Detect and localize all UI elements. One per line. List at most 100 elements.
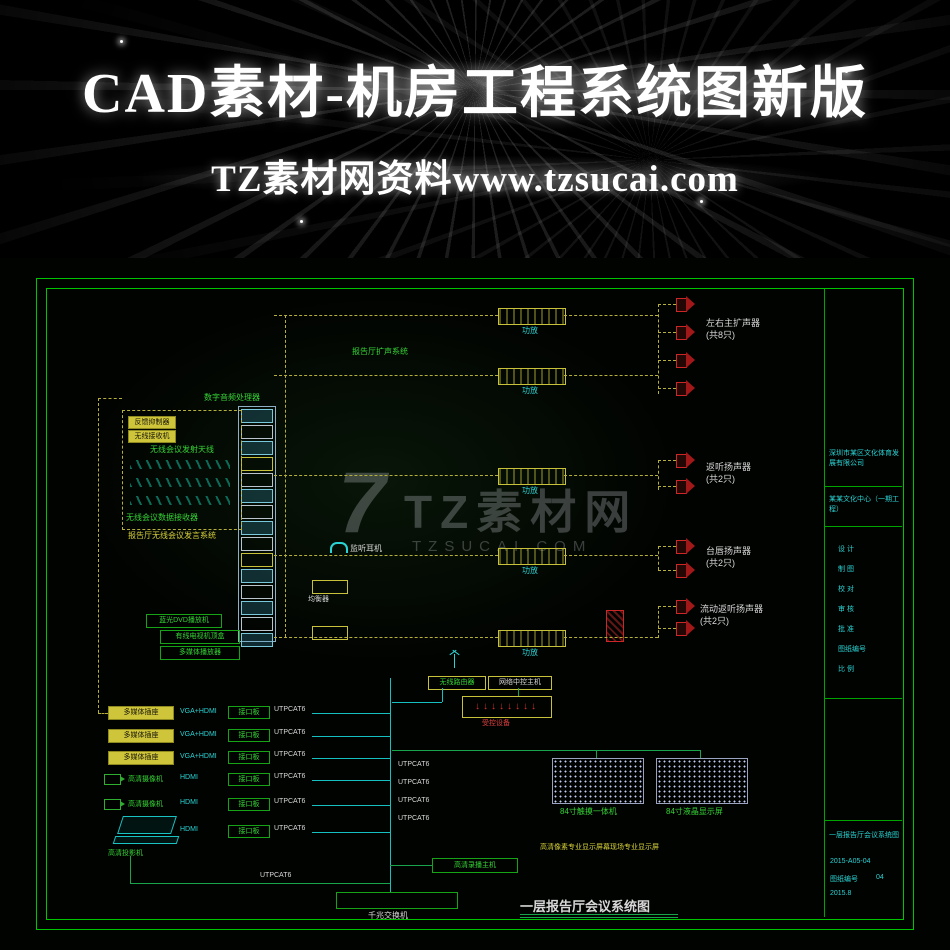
- projector-label: 高清投影机: [108, 850, 143, 857]
- light-streak: [90, 60, 860, 110]
- recorder-box: 高清录播主机: [432, 858, 518, 873]
- display-right-label: 84寸液晶显示屏: [666, 807, 723, 816]
- speaker-icon: [676, 296, 695, 312]
- speaker-icon: [676, 452, 695, 468]
- source-device: 有线电视机顶盒: [160, 630, 240, 644]
- speaker-icon: [676, 478, 695, 494]
- speaker-icon: [676, 598, 695, 614]
- drawing-title: 一层报告厅会议系统图: [520, 899, 651, 914]
- banner-title: CAD素材-机房工程系统图新版: [82, 63, 868, 125]
- display-left-label: 84寸触摸一体机: [560, 807, 617, 816]
- tb-sheet-label: 图纸编号: [830, 876, 858, 883]
- amplifier: [498, 548, 566, 565]
- titleblock-rule: [825, 486, 902, 487]
- cable-label: UTPCAT6: [274, 825, 306, 832]
- tb-drawing-no: 2015-A05-04: [830, 858, 871, 865]
- tb-field: 审 核: [838, 606, 854, 613]
- titleblock-rule: [825, 820, 902, 821]
- amp-label: 功放: [522, 566, 538, 575]
- cable-label: UTPCAT6: [274, 773, 306, 780]
- speaker-junction-box: [606, 610, 624, 642]
- cable-label: UTPCAT6: [398, 815, 430, 822]
- amplifier: [498, 468, 566, 485]
- speaker-group-count: (共2只): [700, 616, 729, 626]
- conf-system-label: 报告厅无线会议发言系统: [128, 531, 216, 540]
- port-label: VGA+HDMI: [180, 708, 217, 715]
- media-socket: 多媒体插座: [108, 729, 174, 743]
- amplifier: [498, 368, 566, 385]
- project-name: 某某文化中心（一期工程）: [829, 496, 899, 513]
- cable-label: UTPCAT6: [398, 761, 430, 768]
- port-label: VGA+HDMI: [180, 731, 217, 738]
- watermark-domain: TZSUCAI.COM: [412, 538, 593, 555]
- eq-box: [312, 580, 348, 594]
- rack-label: 数字音频处理器: [204, 393, 260, 402]
- sparkle: [700, 200, 703, 203]
- promo-banner: CAD素材-机房工程系统图新版 TZ素材网资料www.tzsucai.com: [0, 0, 950, 258]
- display-note: 高清像素专业显示屏幕现场专业显示屏: [540, 844, 659, 851]
- cable-label: UTPCAT6: [398, 779, 430, 786]
- tb-date: 2015.8: [830, 890, 852, 897]
- tb-field: 图纸编号: [838, 646, 866, 653]
- speaker-icon: [676, 324, 695, 340]
- tb-field: 制 图: [838, 566, 854, 573]
- section-label: 报告厅扩声系统: [352, 347, 408, 356]
- cad-sheet: 7 TZ素材网 TZSUCAI.COM 数字音频处理器 报告厅扩声系统 监听耳机…: [0, 258, 950, 950]
- speaker-icon: [676, 562, 695, 578]
- amp-label: 功放: [522, 648, 538, 657]
- amp-label: 功放: [522, 386, 538, 395]
- background-glow: [0, 258, 950, 950]
- interface-panel: 接口板: [228, 751, 270, 764]
- amp-label: 功放: [522, 326, 538, 335]
- inner-border: [46, 288, 904, 920]
- outer-border: [36, 278, 914, 930]
- monitor-label: 监听耳机: [350, 544, 382, 553]
- tb-sheet-no: 04: [876, 874, 884, 881]
- trunk-cable-label: UTPCAT6: [260, 872, 292, 879]
- controlled-label: 受控设备: [482, 720, 510, 727]
- speaker-group-count: (共2只): [706, 558, 735, 568]
- feedback-suppressor-tag: 反馈抑制器: [128, 416, 176, 429]
- port-label: VGA+HDMI: [180, 753, 217, 760]
- audio-rack: [238, 406, 276, 647]
- media-socket: 多媒体插座: [108, 706, 174, 720]
- port-label: HDMI: [180, 774, 198, 781]
- speaker-group-label: 左右主扩声器: [706, 318, 761, 328]
- mic-row: [130, 478, 230, 487]
- tb-drawing-name: 一层报告厅会议系统图: [829, 832, 899, 839]
- speaker-icon: [676, 380, 695, 396]
- eq-label: 均衡器: [308, 596, 329, 603]
- speaker-group-count: (共8只): [706, 330, 735, 340]
- headphone-icon: [330, 542, 348, 553]
- speaker-icon: [676, 352, 695, 368]
- amplifier: [498, 308, 566, 325]
- mic-row: [130, 496, 230, 505]
- central-controller: 网络中控主机: [488, 676, 552, 690]
- controller-label: 网络中控主机: [499, 679, 541, 686]
- tb-field: 批 准: [838, 626, 854, 633]
- camera-icon: [104, 774, 125, 785]
- antenna-label: 无线会议发射天线: [150, 445, 214, 454]
- camera-label: 高清摄像机: [128, 776, 163, 783]
- titleblock-rule: [825, 526, 902, 527]
- projector-icon: [117, 816, 177, 834]
- tb-field: 校 对: [838, 586, 854, 593]
- speaker-icon: [676, 538, 695, 554]
- sparkle: [845, 70, 848, 73]
- projector-base: [112, 836, 180, 844]
- tb-field: 比 例: [838, 666, 854, 673]
- wireless-router: 无线路由器: [428, 676, 486, 690]
- sparkle: [120, 40, 123, 43]
- receiver-label: 无线会议数据接收器: [126, 513, 198, 522]
- processor-box: [312, 626, 348, 640]
- wireless-receiver-tag: 无线接收机: [128, 430, 176, 443]
- camera-label: 高清摄像机: [128, 801, 163, 808]
- light-rays-burst: [0, 0, 950, 258]
- cable-label: UTPCAT6: [274, 798, 306, 805]
- tb-field: 设 计: [838, 546, 854, 553]
- banner-subtitle: TZ素材网资料www.tzsucai.com: [211, 159, 739, 200]
- source-device: 多媒体播放器: [160, 646, 240, 660]
- touch-display-grid: [552, 758, 644, 804]
- speaker-group-label: 台唇扬声器: [706, 546, 752, 556]
